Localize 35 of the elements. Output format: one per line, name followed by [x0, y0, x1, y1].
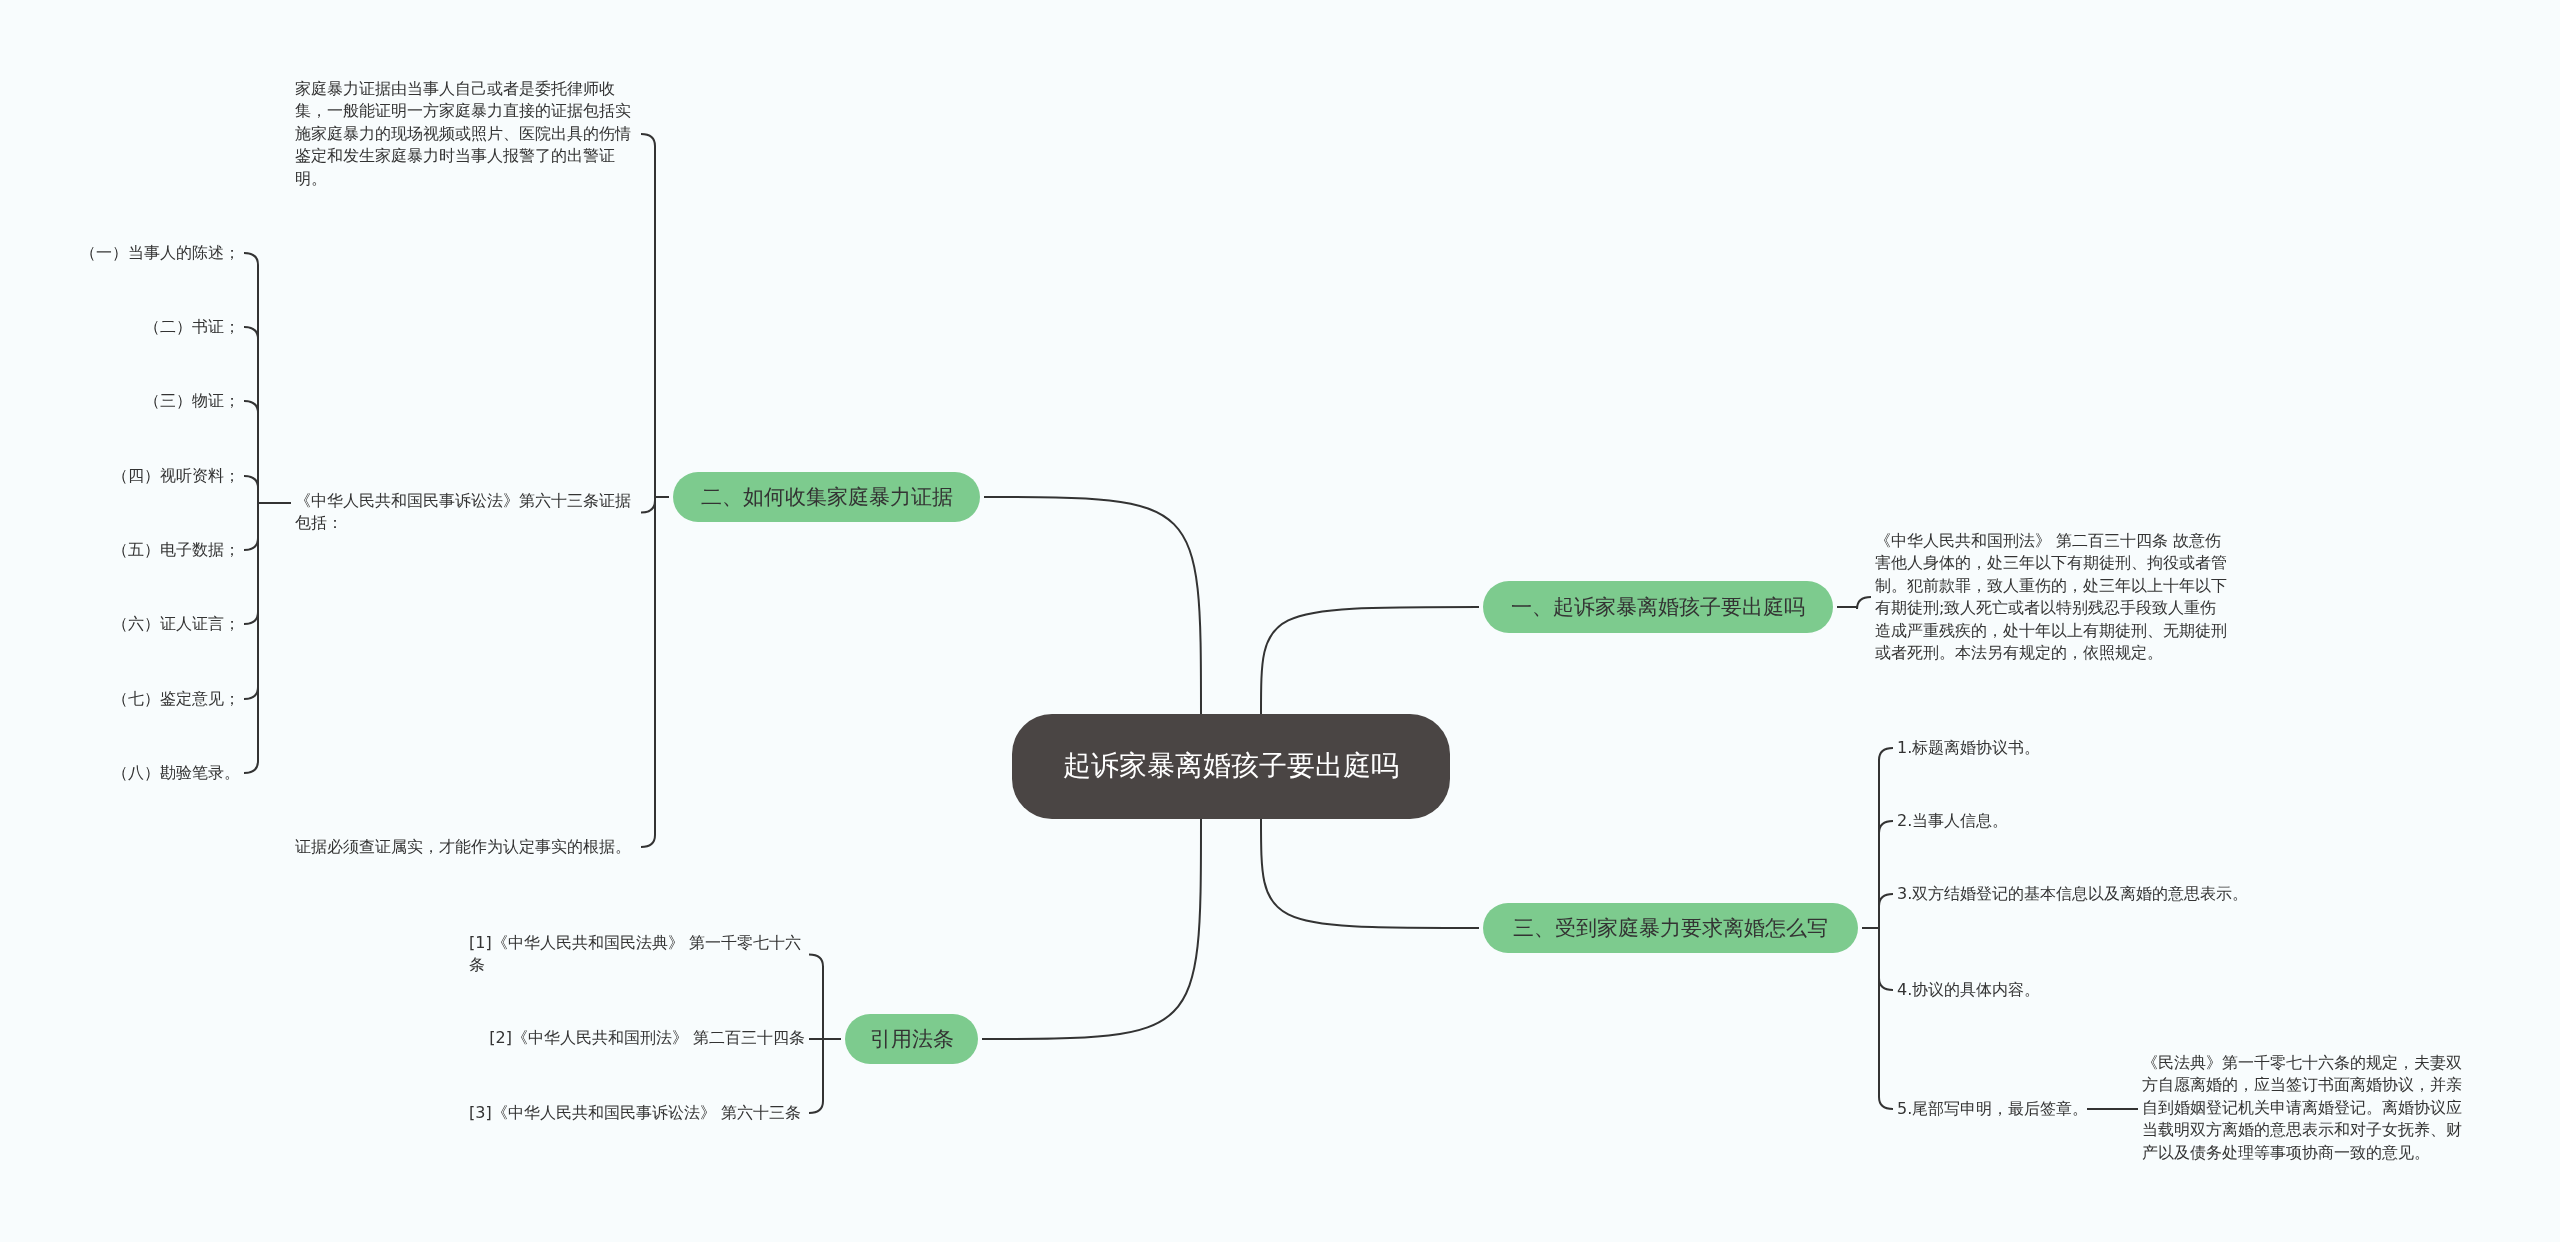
note-text: 4.协议的具体内容。: [1897, 979, 2277, 1002]
connector-line: [640, 496, 670, 848]
topic-pill: 三、受到家庭暴力要求离婚怎么写: [1483, 903, 1858, 953]
topic-pill: 二、如何收集家庭暴力证据: [673, 472, 980, 522]
connector-line: [1260, 606, 1480, 715]
note-text: （三）物证；: [40, 390, 240, 413]
note-text: 5.尾部写申明，最后签章。: [1897, 1098, 2127, 1121]
note-text: 证据必须查证属实，才能作为认定事实的根据。: [295, 836, 637, 859]
note-text: [3]《中华人民共和国民事诉讼法》 第六十三条: [469, 1102, 805, 1125]
topic-pill: 一、起诉家暴离婚孩子要出庭吗: [1483, 581, 1833, 633]
note-text: （一）当事人的陈述；: [40, 242, 240, 265]
note-text: 家庭暴力证据由当事人自己或者是委托律师收集，一般能证明一方家庭暴力直接的证据包括实施家庭暴力的现场视频或照片、医院出具的伤情鉴定和发生家庭暴力时当事人报警了的出警证明。: [295, 78, 637, 190]
note-text: （六）证人证言；: [40, 613, 240, 636]
note-text: 2.当事人信息。: [1897, 810, 2277, 833]
note-text: 《中华人民共和国民事诉讼法》第六十三条证据包括：: [295, 490, 637, 535]
central-topic: 起诉家暴离婚孩子要出庭吗: [1012, 714, 1450, 819]
note-text: （八）勘验笔录。: [40, 762, 240, 785]
note-text: 《中华人民共和国刑法》 第二百三十四条 故意伤害他人身体的，处三年以下有期徒刑、拘役或者管制。犯前款罪，致人重伤的，处三年以上十年以下有期徒刑;致人死亡或者以特别残忍手段致人重伤造成严重残疾的，处十年以上有期徒刑、无期徒刑或者死刑。本法另有规定的，依照规定。: [1875, 530, 2227, 665]
note-text: （七）鉴定意见；: [40, 688, 240, 711]
note-text: 1.标题离婚协议书。: [1897, 737, 2277, 760]
note-text: （五）电子数据；: [40, 539, 240, 562]
connector-line: [243, 502, 292, 774]
connector-line: [1836, 596, 1872, 610]
topic-pill: 引用法条: [845, 1014, 978, 1064]
connector-line: [981, 818, 1202, 1040]
connector-line: [983, 496, 1202, 715]
note-text: （二）书证；: [40, 316, 240, 339]
note-text: 《民法典》第一千零七十六条的规定，夫妻双方自愿离婚的，应当签订书面离婚协议，并亲自到婚姻登记机关申请离婚登记。离婚协议应当载明双方离婚的意思表示和对子女抚养、财产以及债务处理等事项协商一致的意见。: [2142, 1052, 2468, 1164]
connector-line: [1260, 818, 1480, 929]
note-text: 3.双方结婚登记的基本信息以及离婚的意思表示。: [1897, 883, 2277, 906]
note-text: （四）视听资料；: [40, 465, 240, 488]
note-text: [1]《中华人民共和国民法典》 第一千零七十六条: [469, 932, 805, 977]
note-text: [2]《中华人民共和国刑法》 第二百三十四条: [469, 1027, 805, 1050]
connector-line: [808, 1038, 842, 1114]
connector-line: [2086, 1108, 2139, 1110]
